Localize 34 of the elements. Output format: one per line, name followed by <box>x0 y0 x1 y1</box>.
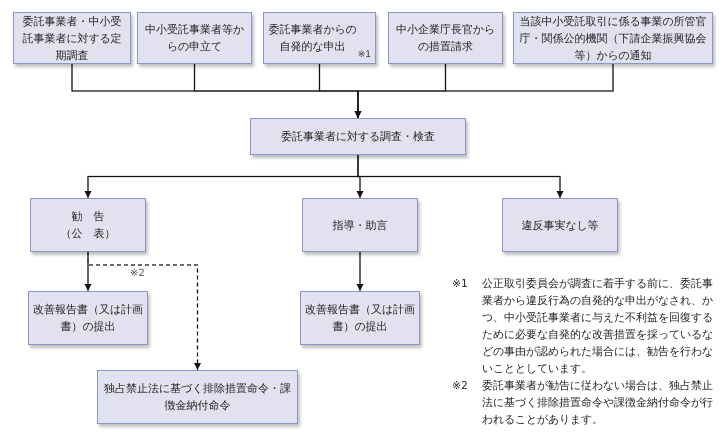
box-label: 勧 告 <box>72 209 104 225</box>
process-box <box>97 370 298 424</box>
box-label: 委託事業者からの自発的な申出 <box>268 22 357 55</box>
box-label: 中小受託事業者等からの申立て <box>144 22 245 55</box>
process-box <box>300 291 420 345</box>
box-label: 委託事業者・中小受託事業者に対する定期調査 <box>22 14 122 64</box>
box-label: 違反事実なし等 <box>522 218 598 234</box>
process-box <box>28 291 148 345</box>
box-label: 委託事業者に対する調査・検査 <box>281 129 435 145</box>
process-box <box>388 12 503 64</box>
footnote-text: 委託事業者が勧告に従わない場合は、独占禁止法に基づく排除措置命令や課徴金納付命令が行われることがあります。 <box>482 378 714 428</box>
process-box <box>13 12 131 64</box>
arrow <box>354 64 614 118</box>
footnote-mark: ※1 <box>358 50 371 60</box>
process-box <box>30 198 146 252</box>
process-box <box>502 198 618 252</box>
footnote-mark: ※1 <box>452 276 469 292</box>
box-label: 改善報告書（又は計画書）の提出 <box>305 302 415 335</box>
box-label: 中小企業庁長官からの措置請求 <box>395 22 496 55</box>
box-label: 改善報告書（又は計画書）の提出 <box>33 302 143 335</box>
footnote-mark: ※2 <box>452 378 469 394</box>
process-box <box>250 118 466 155</box>
process-box <box>263 12 376 64</box>
dashed-arrow <box>87 252 201 370</box>
edge-label: ※2 <box>130 268 145 279</box>
box-label: 独占禁止法に基づく排除措置命令・課徴金納付命令 <box>103 381 292 414</box>
arrow <box>357 155 564 198</box>
box-label: 指導・助言 <box>332 218 388 234</box>
footnote-text: 公正取引委員会が調査に着手する前に、委託事業者から違反行為の自発的な申出がなされ、かつ、中小受託事業者に与えた不利益を回復するために必要な自発的な改善措置を採っているなどの事由が認められた場合には、勧告を行わないこととしています。 <box>482 276 714 377</box>
box-label: （公 表） <box>60 226 116 242</box>
box-label: 当該中小受託取引に係る事業の所管官庁・関係公的機関（下請企業振興協会等）からの通知 <box>518 14 708 64</box>
process-box <box>302 198 418 252</box>
arrow <box>356 252 364 291</box>
process-box <box>137 12 252 64</box>
